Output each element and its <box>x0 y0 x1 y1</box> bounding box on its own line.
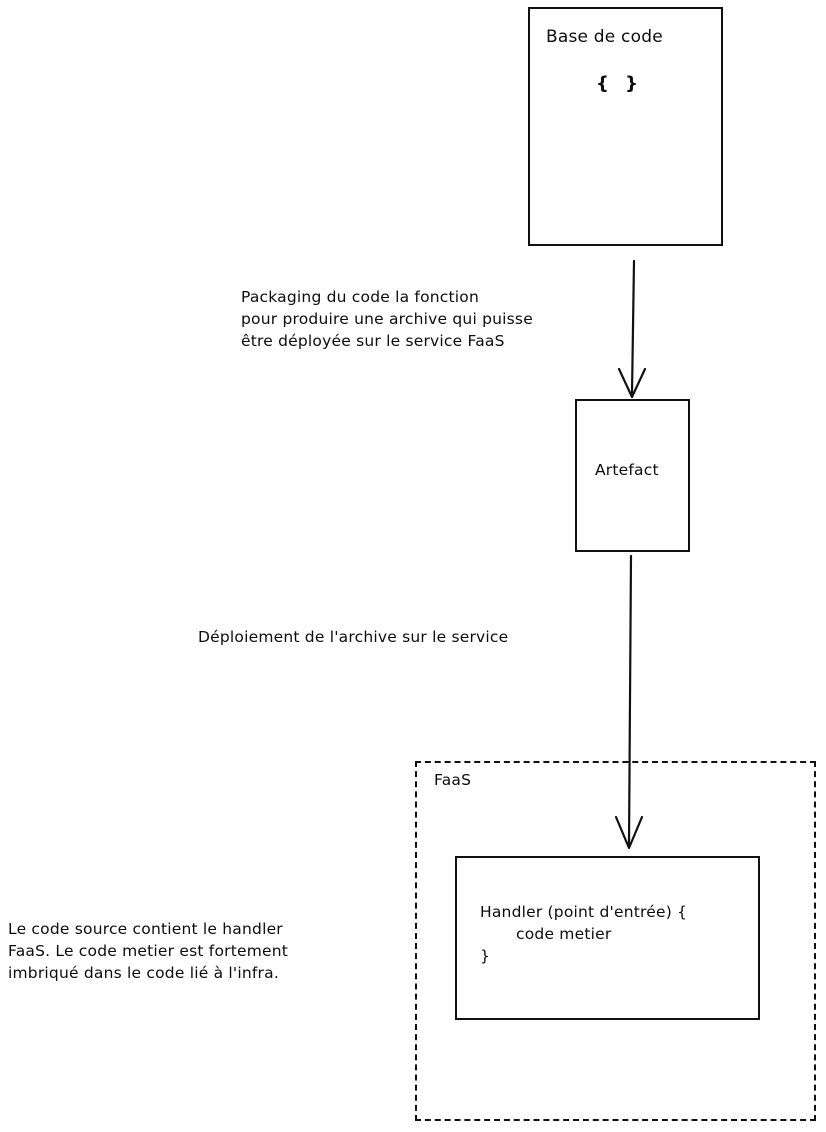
node-handler-code: Handler (point d'entrée) { code metier } <box>480 901 687 967</box>
node-base-de-code-title: Base de code <box>546 27 663 47</box>
annotation-source-note-line-3: imbriqué dans le code lié à l'infra. <box>8 964 279 982</box>
node-handler[interactable] <box>455 856 760 1020</box>
node-handler-line-2: code metier <box>516 925 612 943</box>
annotation-source-note-line-2: FaaS. Le code metier est fortement <box>8 942 289 960</box>
node-handler-line-1: Handler (point d'entrée) { <box>480 903 688 921</box>
annotation-packaging-line-1: Packaging du code la fonction <box>241 288 480 306</box>
arrow-base-to-artefact <box>617 259 647 399</box>
node-artefact[interactable] <box>575 399 690 552</box>
annotation-source-note-line-1: Le code source contient le handler <box>8 920 283 938</box>
node-faas-label: FaaS <box>434 771 472 789</box>
node-handler-line-3: } <box>480 947 491 965</box>
annotation-deployment: Déploiement de l'archive sur le service <box>198 628 509 646</box>
node-base-de-code-braces: { } <box>596 73 643 94</box>
annotation-source-note: Le code source contient le handler FaaS.… <box>8 918 288 984</box>
annotation-packaging-line-3: être déployée sur le service FaaS <box>241 332 505 350</box>
node-faas-container[interactable] <box>415 761 816 1121</box>
annotation-packaging-line-2: pour produire une archive qui puisse <box>241 310 533 328</box>
node-base-de-code[interactable] <box>528 7 723 246</box>
annotation-packaging: Packaging du code la fonction pour produ… <box>241 286 533 352</box>
node-artefact-title: Artefact <box>595 461 659 479</box>
